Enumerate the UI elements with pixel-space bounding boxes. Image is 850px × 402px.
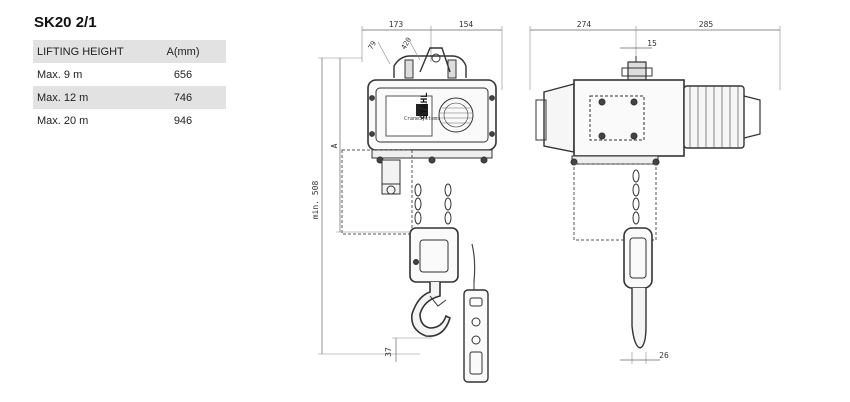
dim-label-front-right: 154 — [459, 20, 474, 29]
table-row: Max. 12 m 746 — [33, 86, 226, 109]
brand-label: STAHL — [420, 92, 430, 120]
lifting-height-table: LIFTING HEIGHT A(mm) Max. 9 m 656 Max. 1… — [33, 40, 226, 132]
front-view — [318, 26, 503, 383]
dim-label-side-right: 285 — [699, 20, 714, 29]
row-value: 656 — [173, 68, 193, 81]
dim-label-side-left: 274 — [577, 20, 592, 29]
row-label: Max. 12 m — [33, 86, 140, 109]
dim-label-side-top: 15 — [647, 39, 657, 48]
dim-label-hook-offset-a: 79 — [367, 40, 378, 51]
brand-sub-label: CraneSystems — [404, 116, 440, 122]
row-value: 946 — [173, 114, 193, 127]
dim-label-height-a: A — [330, 143, 339, 148]
dim-label-hook-bottom: 37 — [384, 347, 393, 357]
dim-label-side-bottom: 26 — [659, 351, 669, 360]
page-title: SK20 2/1 — [34, 14, 97, 31]
table-row: Max. 20 m 946 — [33, 109, 226, 132]
column-header-lifting-height: LIFTING HEIGHT — [33, 40, 140, 63]
dim-label-min-height: min. 508 — [311, 181, 320, 220]
dim-label-front-left: 173 — [389, 20, 404, 29]
row-label: Max. 20 m — [37, 114, 89, 127]
row-value: 746 — [140, 86, 226, 109]
side-view — [529, 26, 781, 364]
row-label: Max. 9 m — [37, 68, 83, 81]
column-header-a-mm: A(mm) — [140, 40, 226, 63]
table-row: Max. 9 m 656 — [33, 63, 226, 86]
table-header-row: LIFTING HEIGHT A(mm) — [33, 40, 226, 63]
